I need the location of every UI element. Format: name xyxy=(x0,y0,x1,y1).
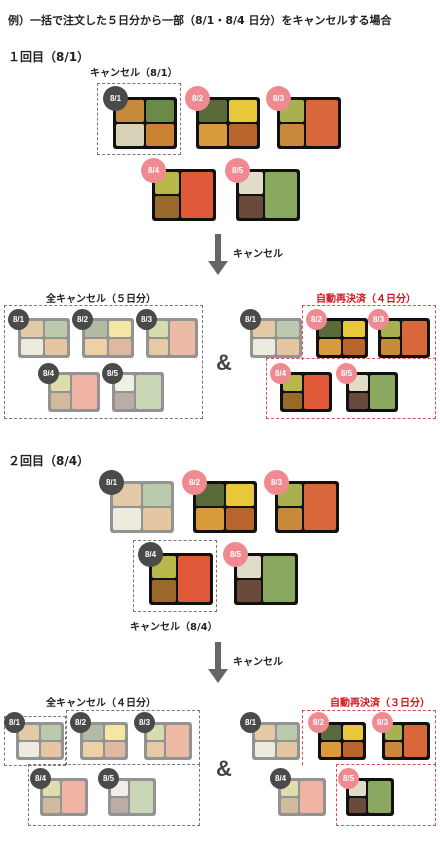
badge-8-2: 8/2 xyxy=(182,470,207,495)
meal-8-3 xyxy=(277,97,341,149)
badge-8-5: 8/5 xyxy=(338,768,359,789)
badge-8-5: 8/5 xyxy=(225,158,250,183)
meal-small xyxy=(40,778,88,816)
round1-title: １回目（8/1） xyxy=(8,50,90,64)
badge-8-5: 8/5 xyxy=(336,363,357,384)
badge-8-3: 8/3 xyxy=(368,309,389,330)
down-arrow-icon xyxy=(208,669,228,683)
badge-8-4: 8/4 xyxy=(141,158,166,183)
meal-small xyxy=(318,722,366,760)
round2-cancel-box xyxy=(133,540,217,612)
round2-title: ２回目（8/4） xyxy=(8,454,90,468)
ampersand: & xyxy=(216,350,232,375)
badge-8-3: 8/3 xyxy=(264,470,289,495)
badge-8-1: 8/1 xyxy=(103,86,128,111)
round1-rebill-label: 自動再決済（４日分） xyxy=(316,294,416,305)
meal-8-3 xyxy=(275,481,339,533)
badge-8-3: 8/3 xyxy=(134,712,155,733)
round2-rebill-box-top xyxy=(302,710,436,765)
round2-all-cancel-box-top xyxy=(66,710,200,765)
down-arrow-icon xyxy=(208,261,228,275)
badge-8-4: 8/4 xyxy=(270,363,291,384)
headline: 例）一括で注文した５日分から一部（8/1・8/4 日分）をキャンセルする場合 xyxy=(8,14,392,27)
meal-small xyxy=(144,722,192,760)
badge-8-3: 8/3 xyxy=(372,712,393,733)
badge-8-1: 8/1 xyxy=(240,309,261,330)
badge-8-3: 8/3 xyxy=(136,309,157,330)
meal-small xyxy=(48,372,100,412)
badge-8-2: 8/2 xyxy=(72,309,93,330)
round2-cancel-caption: キャンセル（8/4） xyxy=(130,622,218,633)
meal-small xyxy=(108,778,156,816)
badge-8-1: 8/1 xyxy=(240,712,261,733)
round2-rebill-label: 自動再決済（３日分） xyxy=(330,698,430,709)
round1-cancel-box xyxy=(97,83,181,155)
down-arrow-1-shaft xyxy=(215,234,221,262)
meal-8-1 xyxy=(113,97,177,149)
badge-8-4: 8/4 xyxy=(38,363,59,384)
round1-rebill-box-bottom xyxy=(266,358,436,419)
down-arrow-2-shaft xyxy=(215,642,221,670)
badge-8-5: 8/5 xyxy=(98,768,119,789)
round2-all-cancel-box-bottom xyxy=(28,764,200,826)
round1-arrow-label: キャンセル xyxy=(233,249,283,260)
badge-8-1: 8/1 xyxy=(99,470,124,495)
badge-8-4: 8/4 xyxy=(270,768,291,789)
round1-rebill-box-top xyxy=(302,305,436,360)
badge-8-2: 8/2 xyxy=(70,712,91,733)
meal-small xyxy=(18,318,70,358)
round2-cancel-box-8-1 xyxy=(4,716,66,766)
meal-small xyxy=(252,722,300,760)
round1-all-cancel-label: 全キャンセル（５日分） xyxy=(46,294,156,305)
meal-small xyxy=(16,722,64,760)
badge-8-5: 8/5 xyxy=(102,363,123,384)
badge-8-2: 8/2 xyxy=(185,86,210,111)
round1-all-cancel-box xyxy=(4,305,203,419)
round2-all-cancel-label: 全キャンセル（４日分） xyxy=(46,698,156,709)
round2-rebill-box-bottom xyxy=(336,764,436,826)
badge-8-3: 8/3 xyxy=(266,86,291,111)
badge-8-4: 8/4 xyxy=(138,542,163,567)
ampersand: & xyxy=(216,756,232,781)
meal-8-4 xyxy=(149,553,213,605)
badge-8-4: 8/4 xyxy=(30,768,51,789)
round1-cancel-caption: キャンセル（8/1） xyxy=(90,68,178,79)
round2-arrow-label: キャンセル xyxy=(233,657,283,668)
meal-8-2 xyxy=(193,481,257,533)
badge-8-2: 8/2 xyxy=(306,309,327,330)
meal-small xyxy=(146,318,198,358)
badge-8-2: 8/2 xyxy=(308,712,329,733)
badge-8-1: 8/1 xyxy=(8,309,29,330)
badge-8-1: 8/1 xyxy=(4,712,25,733)
badge-8-5: 8/5 xyxy=(223,542,248,567)
